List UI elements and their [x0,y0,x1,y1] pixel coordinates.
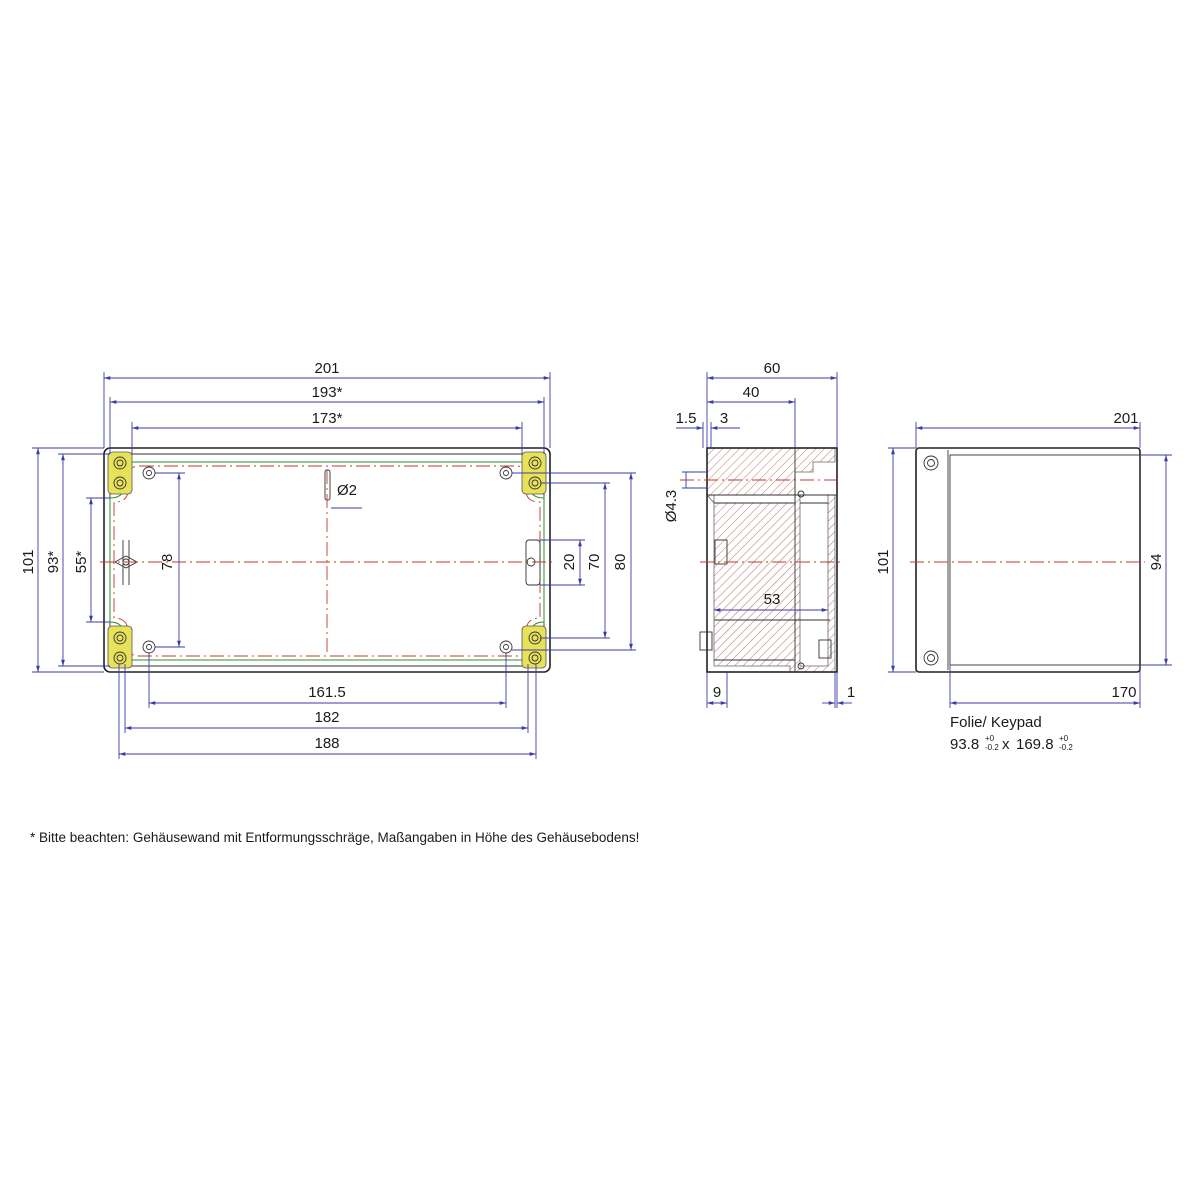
base-section [706,494,836,673]
dim-slot-20: 20 [561,554,578,571]
dim-bottom-9: 9 [713,684,721,701]
dim-slot-80: 80 [612,554,629,571]
dim-height-inner: 55* [73,551,90,574]
keypad-tol-plus-b: +0 [1059,734,1069,743]
dim-mount-161: 161.5 [308,684,346,701]
dim-inner-53: 53 [764,591,781,608]
dim-width-inner: 173* [312,410,343,427]
corner-screw-bl [107,625,133,669]
enclosure-seal-contour [113,465,541,657]
keypad-tol-plus-a: +0 [985,734,995,743]
side-view: 60 40 1.5 3 Ø4.3 53 9 1 [663,360,855,708]
dim-height-wall: 93* [45,551,62,574]
dim-keypad-height: 94 [1148,554,1165,571]
keypad-size-a: 93.8 [950,736,979,753]
mounting-hole-bl [142,640,156,654]
footnote: * Bitte beachten: Gehäusewand mit Entfor… [30,830,640,845]
rib-left [114,540,138,585]
dim-lid-3: 3 [720,410,728,427]
dim-depth-total: 60 [764,360,781,377]
lid-screw-bottom [923,650,939,666]
corner-screw-tl [107,451,133,495]
lid-view: 201 101 94 170 Folie/ Keypad 93.8 +0 -0.… [875,410,1172,753]
dim-rib-height: 78 [159,554,176,571]
dim-slot-70: 70 [586,554,603,571]
dim-height-outer: 101 [20,549,37,574]
dim-width-outer: 201 [314,360,339,377]
mounting-hole-tl [142,466,156,480]
dim-lid-1-5: 1.5 [676,410,697,427]
enclosure-side-outline [706,447,838,673]
dim-mount-182: 182 [314,709,339,726]
dim-width-wall: 193* [312,384,343,401]
dim-hole-diameter: Ø2 [337,482,357,499]
dim-screw-diameter: Ø4.3 [663,490,680,523]
top-view: 201 193* 173* Ø2 101 93* 55* 78 [20,360,636,759]
dim-depth-base: 40 [743,384,760,401]
keypad-label: Folie/ Keypad [950,714,1042,731]
enclosure-outline [103,447,551,673]
corner-screw-br [521,625,547,669]
center-slot [324,469,331,501]
dim-wall-1: 1 [847,684,855,701]
keypad-size-b: 169.8 [1016,736,1054,753]
dim-mount-188: 188 [314,735,339,752]
lid-screw-top [923,455,939,471]
keypad-tol-minus-a: -0.2 [985,743,999,752]
rib-right [525,539,541,586]
lid-section [706,447,836,496]
mounting-hole-tr [499,466,513,480]
mounting-hole-br [499,640,513,654]
keypad-area [949,454,1141,666]
keypad-times: x [1002,736,1010,753]
dim-lid-width: 201 [1113,410,1138,427]
dim-keypad-width: 170 [1111,684,1136,701]
keypad-tol-minus-b: -0.2 [1059,743,1073,752]
dim-lid-height: 101 [875,549,892,574]
